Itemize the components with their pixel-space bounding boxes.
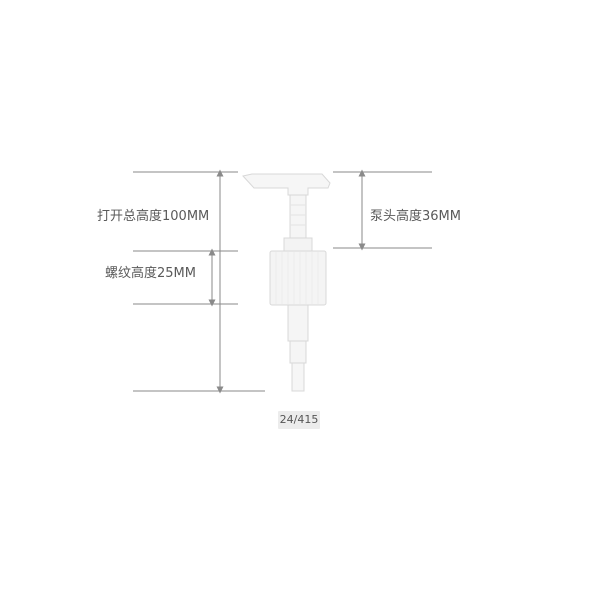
pump-nozzle bbox=[242, 173, 331, 196]
pump-collar bbox=[283, 237, 313, 253]
pump-housing-step bbox=[289, 340, 307, 364]
lotion-pump-icon bbox=[242, 173, 331, 392]
pump-tube bbox=[291, 362, 305, 392]
total-height-label: 打开总高度100MM bbox=[97, 209, 210, 224]
pump-stem bbox=[289, 194, 307, 240]
head-height-label: 泵头高度36MM bbox=[370, 209, 461, 224]
pump-housing bbox=[287, 304, 309, 342]
model-badge: 24/415 bbox=[278, 411, 320, 429]
thread-height-label: 螺纹高度25MM bbox=[105, 266, 196, 281]
